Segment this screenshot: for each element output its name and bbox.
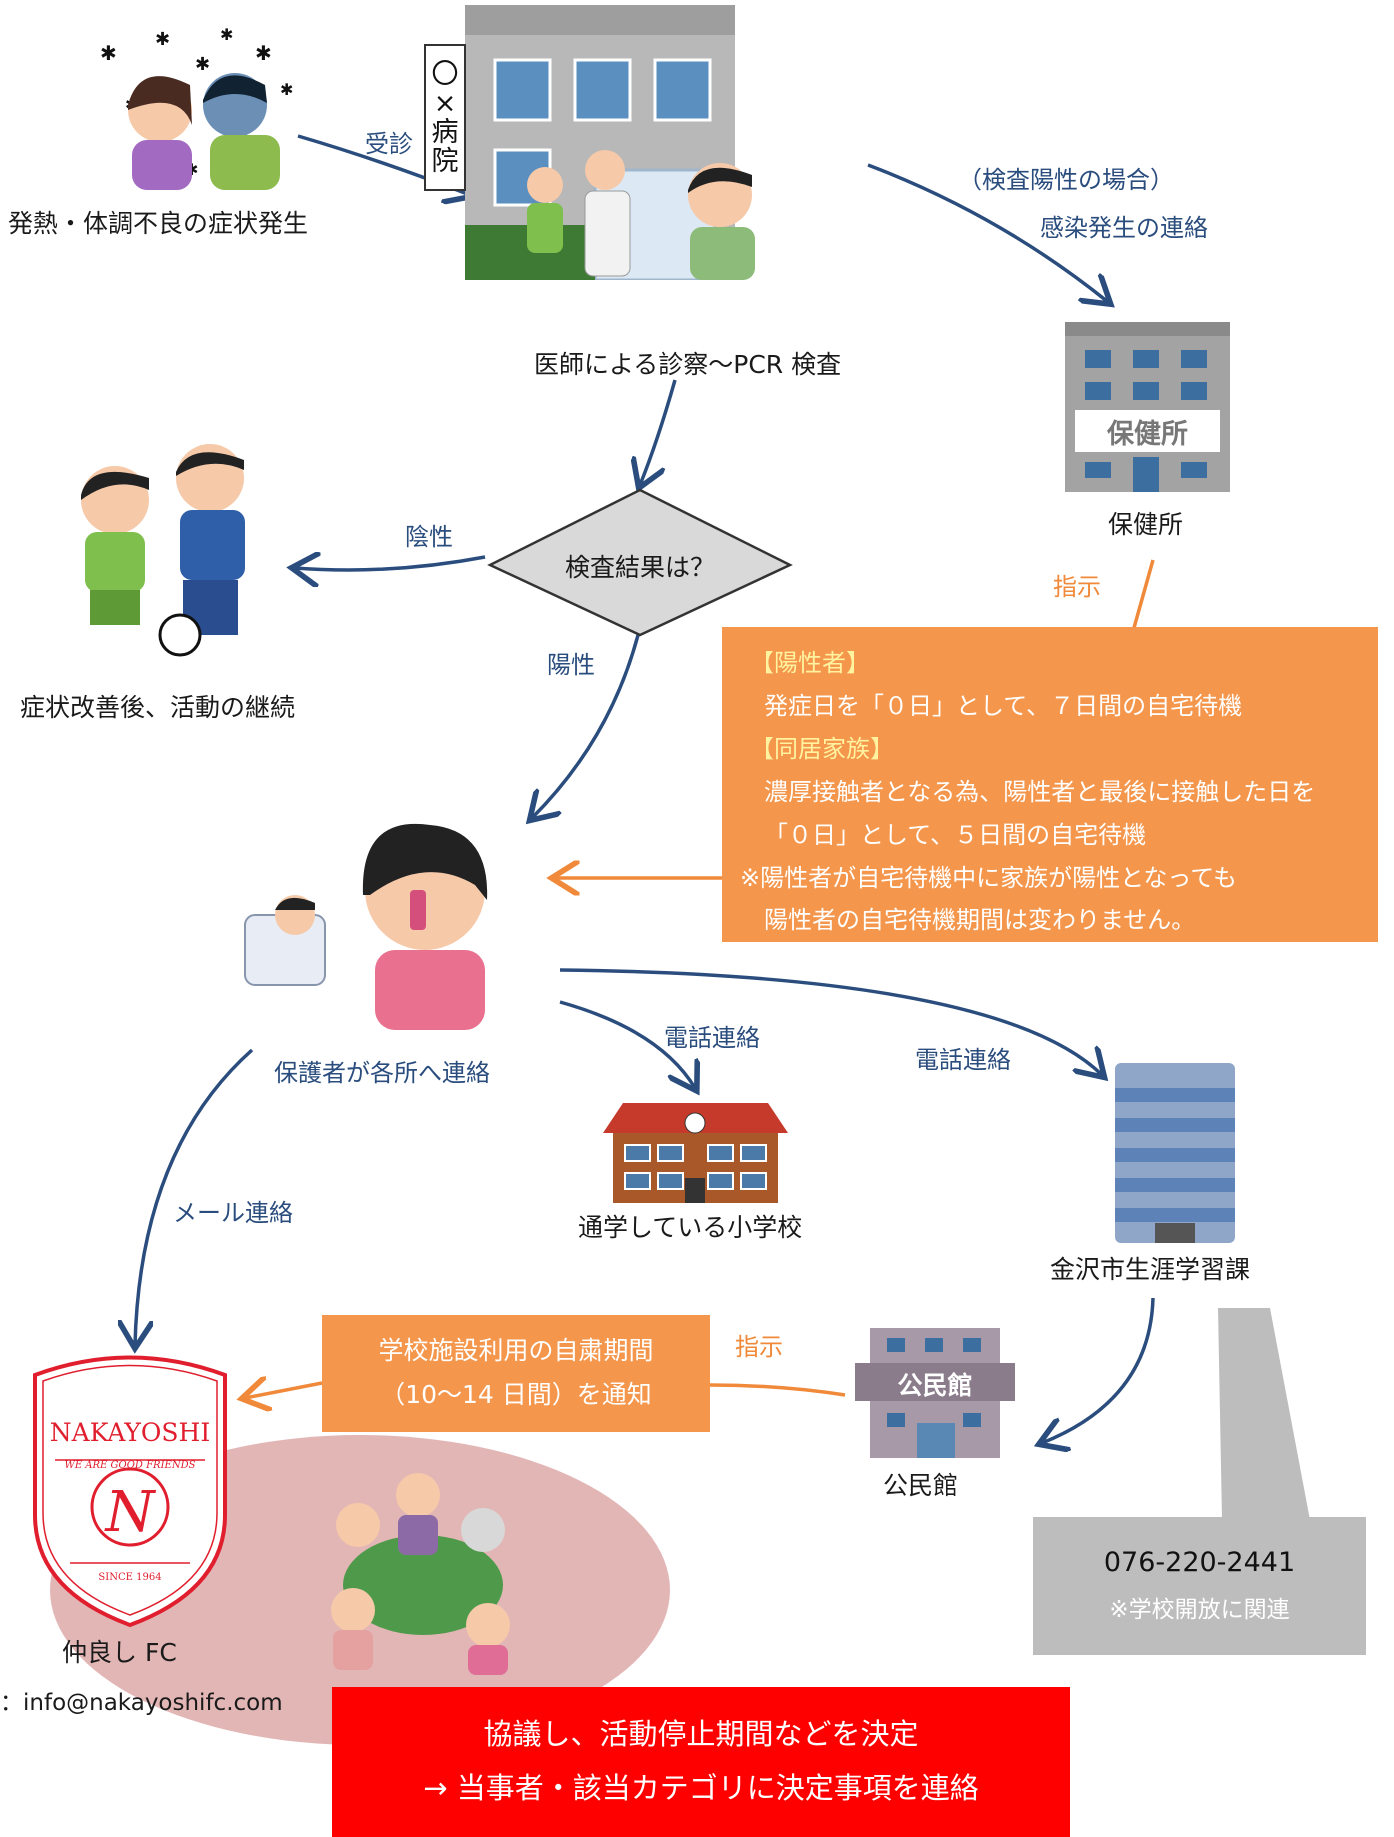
arrow-mail <box>135 1048 254 1345</box>
health-center-sign: 保健所 <box>1107 419 1188 450</box>
phone-note: ※学校開放に関連 <box>1109 1597 1290 1623</box>
emblem-name: NAKAYOSHI <box>49 1418 211 1447</box>
guardian-phone-illustration <box>244 823 488 1030</box>
arrow-instruction1 <box>1130 559 1155 636</box>
lifelong-label: 金沢市生涯学習課 <box>1050 1255 1251 1284</box>
note-line-1: ※陽性者が自宅待機中に家族が陽性となっても <box>740 864 1237 892</box>
school-label: 通学している小学校 <box>578 1213 803 1242</box>
arrow-exam-result <box>640 379 677 485</box>
svg-text:✱: ✱ <box>155 29 170 50</box>
positive-label: 陽性 <box>547 651 595 679</box>
arrow-school <box>559 1000 695 1088</box>
community-center-label: 公民館 <box>883 1471 959 1500</box>
health-center-label: 保健所 <box>1108 510 1184 539</box>
arrow-report <box>867 163 1108 302</box>
positive-person-rule: 発症日を「０日」として、７日間の自宅待機 <box>764 692 1243 720</box>
health-center-illustration <box>1065 322 1230 492</box>
instruction-label-2: 指示 <box>735 1333 783 1361</box>
svg-text:✱: ✱ <box>280 80 293 99</box>
emblem-letter: N <box>105 1480 155 1545</box>
arrow-community <box>1042 1297 1155 1443</box>
positive-person-heading: 【陽性者】 <box>750 649 870 677</box>
family-heading: 【同居家族】 <box>750 735 894 763</box>
decision-line-1: 協議し、活動停止期間などを決定 <box>483 1717 919 1751</box>
hospital-sign: 〇×病院 <box>431 59 459 177</box>
phone-callout: 076-220-2441 ※学校開放に関連 <box>1033 1517 1366 1655</box>
svg-text:✱: ✱ <box>195 54 210 75</box>
quarantine-rules-box: 【陽性者】 発症日を「０日」として、７日間の自宅待機 【同居家族】 濃厚接触者と… <box>722 627 1378 942</box>
family-rule-2: 「０日」として、５日間の自宅待機 <box>764 821 1147 849</box>
note-line-2: 陽性者の自宅待機期間は変わりません。 <box>764 906 1196 934</box>
mail-label: メール連絡 <box>173 1199 293 1227</box>
phone-number: 076-220-2441 <box>1103 1547 1296 1578</box>
negative-label: 陰性 <box>405 523 453 551</box>
arrow-negative <box>295 557 486 570</box>
club-label: 仲良し FC <box>62 1638 177 1667</box>
result-question-label: 検査結果は？ <box>564 553 715 582</box>
community-center-sign: 公民館 <box>897 1371 973 1400</box>
guardian-label: 保護者が各所へ連絡 <box>274 1059 490 1087</box>
meeting-illustration <box>331 1473 510 1675</box>
arrow-lifelong <box>559 968 1102 1075</box>
office-building-illustration <box>1115 1063 1235 1243</box>
svg-text:✱: ✱ <box>100 41 117 65</box>
callout-tail <box>1218 1308 1310 1520</box>
notice-line-2: （10〜14 日間）を通知 <box>380 1380 652 1409</box>
kids-playing-illustration <box>81 444 245 657</box>
continue-label: 症状改善後、活動の継続 <box>20 693 296 722</box>
phone-label-1: 電話連絡 <box>664 1024 760 1052</box>
emblem-since: SINCE 1964 <box>98 1572 162 1583</box>
family-rule-1: 濃厚接触者となる為、陽性者と最後に接触した日を <box>764 778 1316 806</box>
decision-line-2: → 当事者・該当カテゴリに決定事項を連絡 <box>423 1771 979 1805</box>
instruction-label-1: 指示 <box>1053 573 1101 601</box>
arrow-club-orange <box>245 1383 323 1398</box>
community-center-illustration <box>855 1328 1015 1458</box>
exam-label: 医師による診察〜PCR 検査 <box>534 350 842 379</box>
email-label: ：info@nakayoshifc.com <box>0 1690 283 1716</box>
facility-notice-box: 学校施設利用の自粛期間 （10〜14 日間）を通知 <box>322 1315 710 1432</box>
symptom-label: 発熱・体調不良の症状発生 <box>8 209 309 238</box>
visit-label: 受診 <box>365 130 413 158</box>
decision-diamond <box>487 488 793 637</box>
phone-label-2: 電話連絡 <box>915 1046 1011 1074</box>
notice-line-1: 学校施設利用の自粛期間 <box>378 1336 654 1365</box>
infection-report-label: 感染発生の連絡 <box>1040 214 1208 242</box>
svg-text:✱: ✱ <box>255 41 272 65</box>
svg-text:✱: ✱ <box>220 25 233 44</box>
arrow-positive <box>532 634 640 818</box>
emblem-motto: WE ARE GOOD FRIENDS <box>64 1460 196 1471</box>
positive-case-label: （検査陽性の場合） <box>958 166 1174 194</box>
hospital-illustration <box>424 5 755 280</box>
arrow-notice <box>709 1383 846 1397</box>
club-emblem <box>33 1355 227 1628</box>
sick-people-illustration: ✱✱ ✱✱ ✱✱ ✱✱ <box>100 25 293 190</box>
school-illustration <box>603 1103 788 1203</box>
decision-box: 協議し、活動停止期間などを決定 → 当事者・該当カテゴリに決定事項を連絡 <box>332 1687 1070 1837</box>
